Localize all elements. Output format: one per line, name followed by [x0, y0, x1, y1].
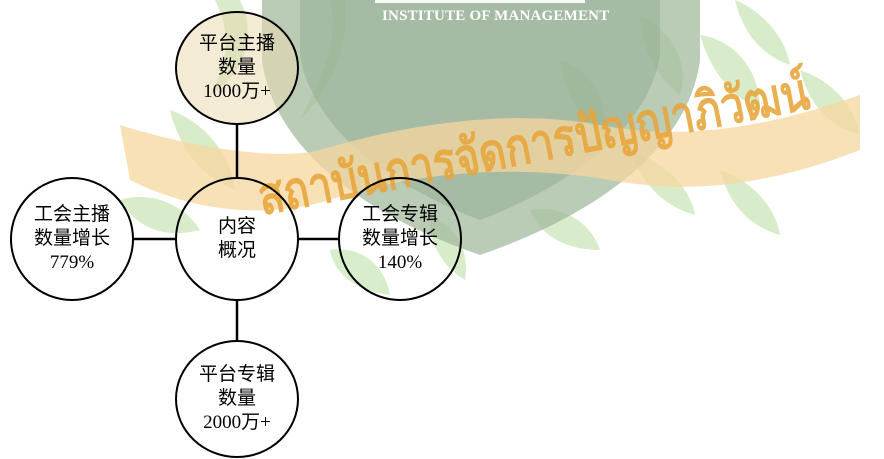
- watermark-institute-text: INSTITUTE OF MANAGEMENT: [382, 8, 610, 24]
- node-bottom: 平台专辑 数量 2000万+: [175, 340, 299, 458]
- node-top: 平台主播 数量 1000万+: [175, 11, 299, 125]
- node-top-line-1: 平台主播: [198, 33, 275, 54]
- node-left-line-2: 数量增长: [33, 228, 110, 249]
- node-center-line-1: 内容: [217, 216, 256, 237]
- node-right-line-3: 140%: [377, 252, 423, 273]
- node-left: 工会主播 数量增长 779%: [10, 177, 134, 301]
- node-right-line-1: 工会专辑: [361, 204, 438, 225]
- node-top-line-2: 数量: [217, 57, 256, 78]
- node-left-line-3: 779%: [49, 252, 95, 273]
- node-top-line-3: 1000万+: [203, 81, 271, 102]
- ribbon-banner: [120, 95, 860, 211]
- node-left-line-1: 工会主播: [33, 204, 110, 225]
- node-right-line-2: 数量增长: [361, 228, 438, 249]
- node-right: 工会专辑 数量增长 140%: [338, 177, 462, 301]
- node-bottom-line-3: 2000万+: [203, 412, 271, 433]
- node-center: 内容 概况: [175, 177, 299, 301]
- node-center-line-2: 概况: [217, 240, 256, 261]
- node-bottom-line-1: 平台专辑: [198, 364, 275, 385]
- node-bottom-line-2: 数量: [217, 388, 256, 409]
